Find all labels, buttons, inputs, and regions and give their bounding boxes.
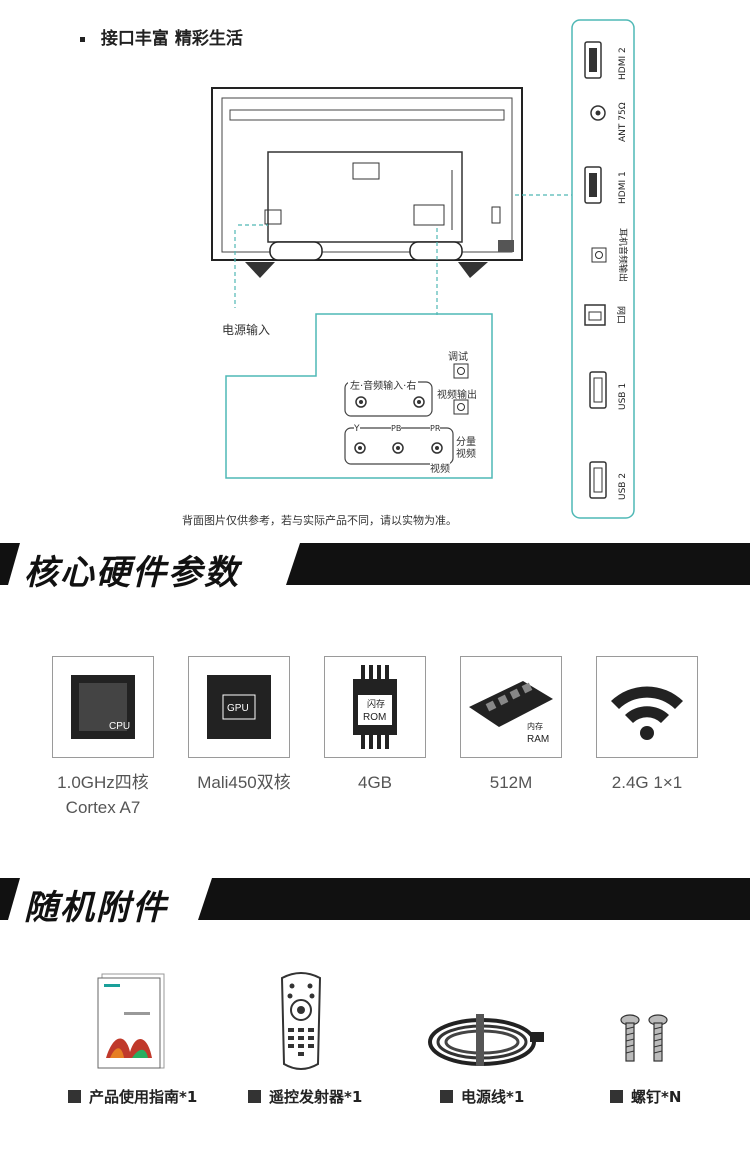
square-bullet-icon [68, 1090, 81, 1103]
side-label-usb2: USB 2 [618, 472, 628, 500]
wifi-label: 2.4G 1×1 [611, 773, 683, 792]
diagram-note: 背面图片仅供参考，若与实际产品不同，请以实物为准。 [182, 514, 457, 527]
gpu-box: GPU [188, 656, 290, 758]
debug-label: 调试 [448, 352, 468, 363]
remote-label: 遥控发射器*1 [248, 1086, 362, 1107]
rom-box: 闪存 ROM [324, 656, 426, 758]
accessories-title: 随机附件 [24, 888, 168, 928]
hardware-title: 核心硬件参数 [24, 553, 240, 593]
cpu-icon: CPU [71, 675, 135, 739]
svg-text:RAM: RAM [527, 734, 549, 745]
power-input-label: 电源输入 [222, 323, 271, 337]
side-label-headphone: 耳机音频输出 [617, 228, 627, 283]
hardware-section-header: 核心硬件参数 [0, 543, 750, 593]
gpu-icon: GPU [207, 675, 271, 739]
svg-text:内存: 内存 [527, 721, 543, 731]
power-cord-icon [428, 1014, 544, 1066]
side-label-hdmi1: HDMI 1 [618, 171, 628, 204]
wifi-icon [611, 686, 683, 740]
section-bar [0, 878, 750, 920]
screw-icon [620, 1014, 668, 1062]
manual-icon [97, 973, 165, 1069]
video-label: 视频 [430, 460, 450, 475]
pb-label: PB [391, 424, 402, 433]
page-title: 接口丰富 精彩生活 [100, 29, 243, 49]
side-label-ant: ANT 75Ω [618, 102, 628, 142]
power-cord-label: 电源线*1 [440, 1086, 524, 1107]
section-bar [0, 543, 750, 585]
right-speaker [409, 241, 463, 261]
svg-text:CPU: CPU [109, 721, 130, 732]
y-label: Y [354, 424, 360, 434]
side-label-usb1: USB 1 [618, 382, 628, 410]
cpu-box: CPU [52, 656, 154, 758]
side-panel [571, 19, 635, 519]
bullet-icon [80, 36, 85, 42]
remote-icon [280, 972, 322, 1070]
wifi-box [596, 656, 698, 758]
manual-label: 产品使用指南*1 [68, 1086, 197, 1107]
audio-in-label: 左·音频输入·右 [348, 377, 419, 392]
ram-label: 512M [489, 773, 533, 792]
side-label-hdmi2: HDMI 2 [618, 47, 628, 80]
gpu-label: Mali450双核 [197, 773, 291, 792]
component-label: 分量视频 [456, 437, 476, 460]
rom-label: 4GB [357, 773, 393, 792]
square-bullet-icon [440, 1090, 453, 1103]
left-speaker [269, 241, 323, 261]
square-bullet-icon [248, 1090, 261, 1103]
pr-label: PR [430, 424, 441, 433]
svg-text:GPU: GPU [227, 703, 249, 714]
header: 接口丰富 精彩生活 [80, 24, 243, 49]
video-out-label: 视频输出 [437, 390, 477, 401]
accessories-section-header: 随机附件 [0, 878, 750, 928]
cpu-label: 1.0GHz四核 Cortex A7 [57, 773, 149, 817]
screw-label: 螺钉*N [610, 1086, 681, 1107]
side-label-lan: 网口 [615, 306, 625, 325]
ram-icon: 内存 RAM [469, 681, 553, 745]
svg-text:闪存: 闪存 [367, 698, 385, 710]
ram-box: 内存 RAM [460, 656, 562, 758]
tv-rear-diagram [211, 19, 635, 519]
rom-icon: 闪存 ROM [353, 665, 397, 749]
svg-text:ROM: ROM [363, 712, 386, 723]
square-bullet-icon [610, 1090, 623, 1103]
